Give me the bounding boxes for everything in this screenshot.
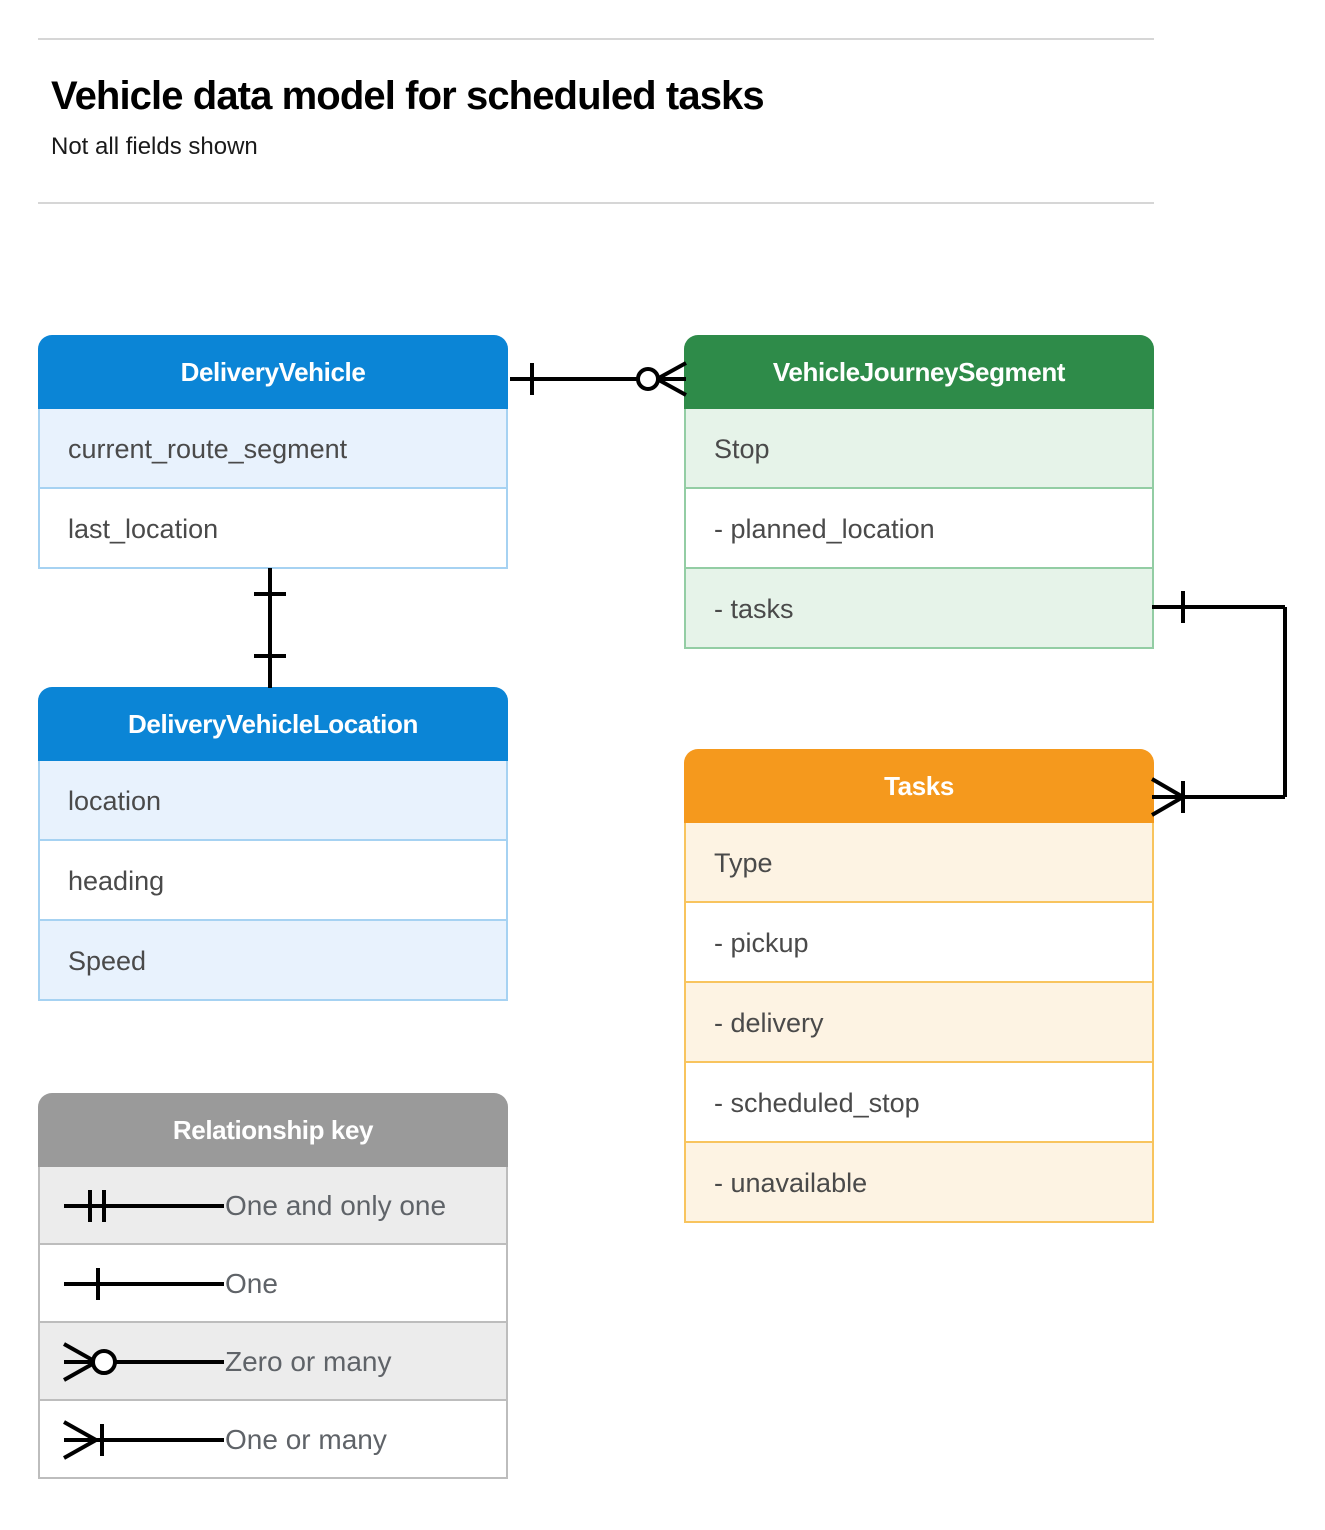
entity-field-location: location (38, 761, 508, 841)
legend-item-one-or-many: One or many (38, 1401, 508, 1479)
connector-vehicle-to-vehicle-location (254, 568, 286, 688)
entity-field-pickup: - pickup (684, 903, 1154, 983)
page-subtitle: Not all fields shown (51, 133, 258, 160)
header-divider-top (38, 38, 1154, 40)
entity-field-planned-location: - planned_location (684, 489, 1154, 569)
entity-vehicle-journey-segment: VehicleJourneySegment Stop - planned_loc… (684, 335, 1154, 649)
entity-field-last-location: last_location (38, 489, 508, 569)
entity-title-tasks: Tasks (684, 749, 1154, 823)
entity-title-vehicle-journey-segment: VehicleJourneySegment (684, 335, 1154, 409)
legend-title: Relationship key (38, 1093, 508, 1167)
legend-item-one: One (38, 1245, 508, 1323)
entity-field-speed: Speed (38, 921, 508, 1001)
legend-item-zero-or-many: Zero or many (38, 1323, 508, 1401)
entity-field-current-route-segment: current_route_segment (38, 409, 508, 489)
entity-delivery-vehicle-location: DeliveryVehicleLocation location heading… (38, 687, 508, 1001)
zero-or-many-icon (63, 1342, 224, 1382)
legend-item-one-and-only-one: One and only one (38, 1167, 508, 1245)
entity-title-delivery-vehicle-location: DeliveryVehicleLocation (38, 687, 508, 761)
legend-label-one: One (225, 1268, 278, 1299)
entity-tasks: Tasks Type - pickup - delivery - schedul… (684, 749, 1154, 1223)
relationship-key-legend: Relationship key One and only one One (38, 1093, 508, 1479)
entity-delivery-vehicle: DeliveryVehicle current_route_segment la… (38, 335, 508, 569)
one-and-only-one-icon (64, 1190, 224, 1222)
entity-field-heading: heading (38, 841, 508, 921)
entity-field-type: Type (684, 823, 1154, 903)
entity-field-unavailable: - unavailable (684, 1143, 1154, 1223)
connector-vehicle-to-journey-segment (510, 361, 687, 397)
legend-label-zero-or-many: Zero or many (225, 1346, 392, 1377)
one-or-many-icon (63, 1420, 224, 1460)
legend-label-one-or-many: One or many (225, 1424, 387, 1455)
entity-field-stop: Stop (684, 409, 1154, 489)
legend-label-one-and-only-one: One and only one (225, 1190, 447, 1221)
header-divider-bottom (38, 202, 1154, 204)
page-title: Vehicle data model for scheduled tasks (51, 74, 765, 118)
entity-field-scheduled-stop: - scheduled_stop (684, 1063, 1154, 1143)
entity-field-delivery: - delivery (684, 983, 1154, 1063)
one-icon (64, 1268, 224, 1300)
entity-title-delivery-vehicle: DeliveryVehicle (38, 335, 508, 409)
entity-field-tasks: - tasks (684, 569, 1154, 649)
connector-journey-segment-to-tasks (1150, 591, 1287, 817)
